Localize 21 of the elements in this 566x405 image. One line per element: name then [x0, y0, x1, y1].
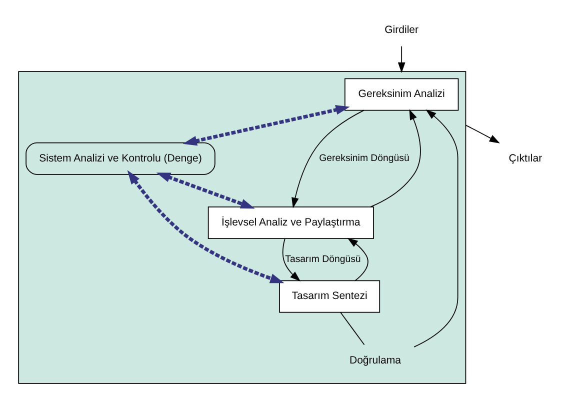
- node-text: Doğrulama: [349, 354, 401, 366]
- node-text: Çıktılar: [508, 152, 542, 164]
- arrow: [156, 172, 255, 209]
- arrow: [465, 124, 500, 144]
- connector: [340, 312, 365, 346]
- arrow: [398, 46, 406, 73]
- node-box: Sistem Analizi ve Kontrolu (Denge): [26, 142, 216, 175]
- arrow: [370, 109, 421, 208]
- node-box: İşlevsel Analiz ve Paylaştırma: [208, 206, 374, 239]
- node-box: Tasarım Sentezi: [279, 280, 380, 313]
- cluster: [18, 71, 466, 384]
- arrow: [414, 109, 458, 348]
- arrow: [347, 238, 368, 281]
- node-box: Gereksinim Analizi: [344, 78, 459, 111]
- edge-label: Tasarım Döngüsü: [285, 254, 361, 266]
- node-text: Girdiler: [384, 24, 419, 36]
- arrow: [182, 105, 350, 146]
- arrow: [127, 170, 284, 284]
- edge-label: Gereksinim Döngüsü: [319, 153, 410, 164]
- arrow: [282, 238, 301, 282]
- arrow: [292, 110, 364, 208]
